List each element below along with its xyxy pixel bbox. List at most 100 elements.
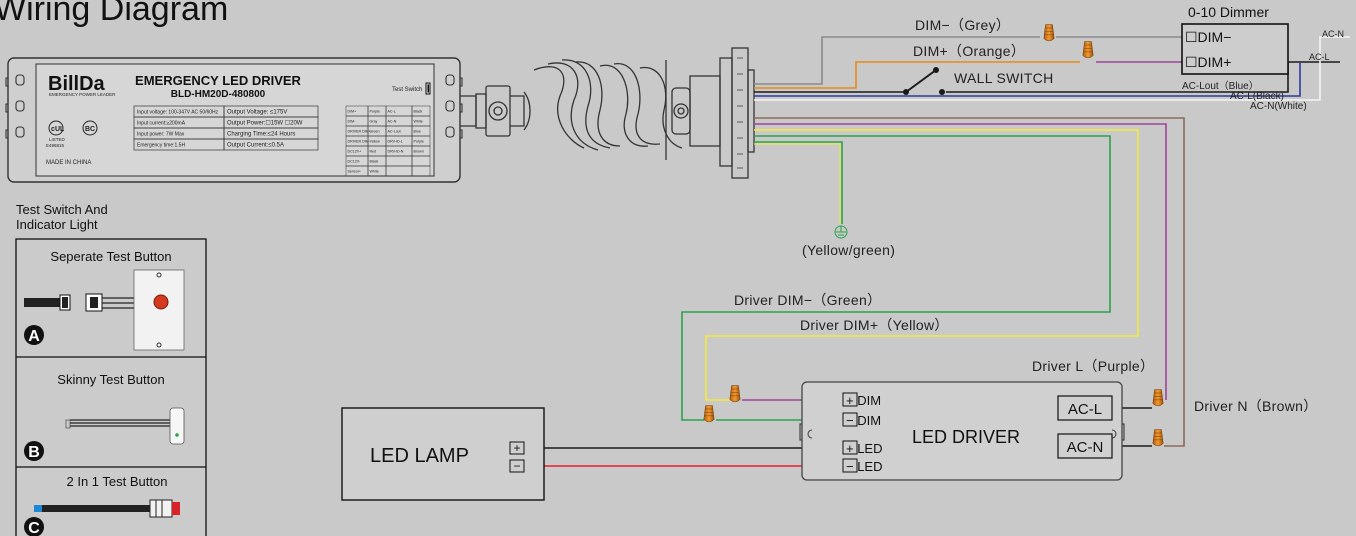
wire-yellow-green-ground bbox=[754, 141, 843, 224]
ground-icon bbox=[834, 225, 848, 239]
skinny-test-button-icon bbox=[65, 407, 185, 445]
wire-table-cell: DC12V+ bbox=[348, 150, 362, 154]
wire-table-cell: DRV-ID-N bbox=[388, 150, 404, 154]
spec-cell: Charging Time:≤24 Hours bbox=[227, 132, 295, 138]
led-lamp: LED LAMP + − bbox=[341, 407, 545, 501]
svg-text:c: c bbox=[51, 126, 55, 133]
wire-nut-grey bbox=[1043, 24, 1055, 42]
ul-file-number: E496815 bbox=[46, 143, 65, 148]
wire-table-cell: DRIVER DIM- bbox=[348, 140, 371, 144]
wall-switch bbox=[903, 67, 945, 95]
option-c-title: 2 In 1 Test Button bbox=[67, 474, 168, 489]
led-driver-terminal: − DIM bbox=[846, 413, 881, 428]
spec-cell: Output Voltage: ≤175V bbox=[227, 110, 287, 116]
wire-blue-acl-out bbox=[754, 62, 1301, 97]
wire-table-cell: Yellow bbox=[370, 140, 381, 144]
label-dim-plus-orange: DIM+（Orange） bbox=[913, 43, 1025, 59]
wire-table-cell: DC12V- bbox=[348, 160, 361, 164]
wire-table-cell: Black bbox=[370, 160, 379, 164]
wire-orange-dim-plus bbox=[754, 61, 1080, 89]
wire-table-cell: DRIVER DIM+ bbox=[348, 130, 371, 134]
test-switch-icon bbox=[425, 82, 431, 95]
wire-nut-dim-minus bbox=[703, 405, 715, 423]
led-driver-title: LED DRIVER bbox=[912, 427, 1020, 447]
label-ground: (Yellow/green) bbox=[802, 242, 895, 258]
wire-green-driver-dim-minus bbox=[681, 135, 1111, 421]
svg-text:A: A bbox=[28, 328, 40, 345]
dimmer-dim-plus: ☐DIM+ bbox=[1185, 54, 1231, 70]
svg-text:B: B bbox=[28, 444, 40, 461]
option-a-badge: A bbox=[24, 325, 44, 345]
spec-cell: Input current:≥200mA bbox=[137, 121, 186, 127]
bc-cert-icon: BC bbox=[82, 120, 98, 136]
led-lamp-title: LED LAMP bbox=[370, 445, 469, 467]
label-driver-dim-minus: Driver DIM−（Green） bbox=[734, 292, 881, 308]
label-acn-top: AC-N bbox=[1322, 29, 1344, 39]
led-lamp-minus: − bbox=[513, 459, 520, 473]
label-wall-switch: WALL SWITCH bbox=[954, 70, 1054, 86]
wire-nut-ac-l bbox=[1152, 389, 1164, 407]
wire-table-cell: Brown bbox=[414, 150, 424, 154]
test-switch-label: Test Switch bbox=[392, 87, 422, 93]
label-acl-top: AC-L bbox=[1309, 52, 1330, 62]
label-driver-dim-plus: Driver DIM+（Yellow） bbox=[800, 317, 949, 333]
option-b-title: Skinny Test Button bbox=[57, 372, 164, 387]
led-driver-terminal: + LED bbox=[846, 441, 883, 456]
wire-table-cell: White bbox=[370, 170, 379, 174]
emergency-driver: BillDa EMERGENCY POWER LEADER EMERGENCY … bbox=[5, 57, 463, 183]
spec-cell: Output Current:≤0.5A bbox=[227, 143, 284, 149]
brand-logo: BillDa bbox=[48, 73, 106, 95]
wire-table-cell: DIM- bbox=[348, 120, 357, 124]
spec-cell: Output Power:☐15W ☐20W bbox=[227, 120, 303, 127]
wire-white-acn bbox=[754, 36, 1350, 101]
wire-nut-ac-n bbox=[1152, 429, 1164, 447]
wire-table-cell: White bbox=[414, 120, 423, 124]
wire-table-cell: Gray bbox=[370, 120, 378, 124]
wire-brown-driver-n bbox=[754, 117, 1185, 447]
wire-table-cell: DRV-ID-L bbox=[388, 140, 403, 144]
separate-test-button-icon bbox=[24, 269, 185, 351]
wire-table-cell: Purple bbox=[414, 140, 424, 144]
dimmer-title: 0-10 Dimmer bbox=[1188, 4, 1269, 20]
label-acn-white: AC-N(White) bbox=[1250, 101, 1307, 112]
page-title: Wiring Diagram bbox=[0, 0, 228, 28]
wire-table-cell: Black bbox=[414, 110, 423, 114]
spec-cell: Input power: 7W Max bbox=[137, 132, 185, 138]
dimmer-dim-minus: ☐DIM− bbox=[1185, 29, 1231, 45]
wire-table-cell: Red bbox=[370, 150, 377, 154]
led-driver-terminal: + DIM bbox=[846, 393, 881, 408]
wire-table-cell: Blue bbox=[414, 130, 421, 134]
wire-table-cell: Green bbox=[370, 130, 380, 134]
spec-cell: Emergency time:1.5H bbox=[137, 143, 185, 149]
wire-black-acl bbox=[754, 61, 1340, 93]
option-c-badge: C bbox=[24, 517, 44, 536]
driver-title: EMERGENCY LED DRIVER bbox=[135, 73, 302, 88]
dimmer-box: 0-10 Dimmer ☐DIM− ☐DIM+ bbox=[1181, 4, 1289, 75]
test-switch-panel: Test Switch And Indicator Light Seperate… bbox=[15, 202, 207, 536]
test-panel-heading-2: Indicator Light bbox=[16, 217, 98, 232]
driver-model: BLD-HM20D-480800 bbox=[171, 89, 266, 100]
label-acl-out: AC-Lout（Blue） bbox=[1182, 80, 1259, 92]
spec-cell: Input voltage: 100-347V AC 50/60Hz bbox=[137, 110, 219, 116]
led-lamp-plus: + bbox=[513, 441, 520, 455]
wire-yellow-driver-dim-plus bbox=[705, 129, 1139, 401]
label-driver-n: Driver N（Brown） bbox=[1194, 398, 1318, 414]
wire-grey-dim-minus bbox=[754, 36, 1183, 85]
wire-table-cell: DIM+ bbox=[348, 110, 357, 114]
wire-table-cell: AC-Lout bbox=[388, 130, 401, 134]
made-in-label: MADE IN CHINA bbox=[46, 160, 91, 166]
led-driver-terminal: − LED bbox=[846, 459, 883, 474]
wire-purple-driver-l bbox=[754, 123, 1167, 400]
ul-listed-mark: LISTED bbox=[49, 137, 66, 142]
wire-table-cell: Sensor+ bbox=[348, 170, 362, 174]
svg-text:UL: UL bbox=[55, 126, 65, 133]
svg-text:C: C bbox=[28, 520, 40, 536]
wire-nut-orange bbox=[1082, 41, 1094, 59]
two-in-one-test-button-icon bbox=[34, 499, 180, 518]
wire-table-cell: AC-N bbox=[388, 120, 397, 124]
label-driver-l: Driver L（Purple） bbox=[1032, 358, 1154, 374]
